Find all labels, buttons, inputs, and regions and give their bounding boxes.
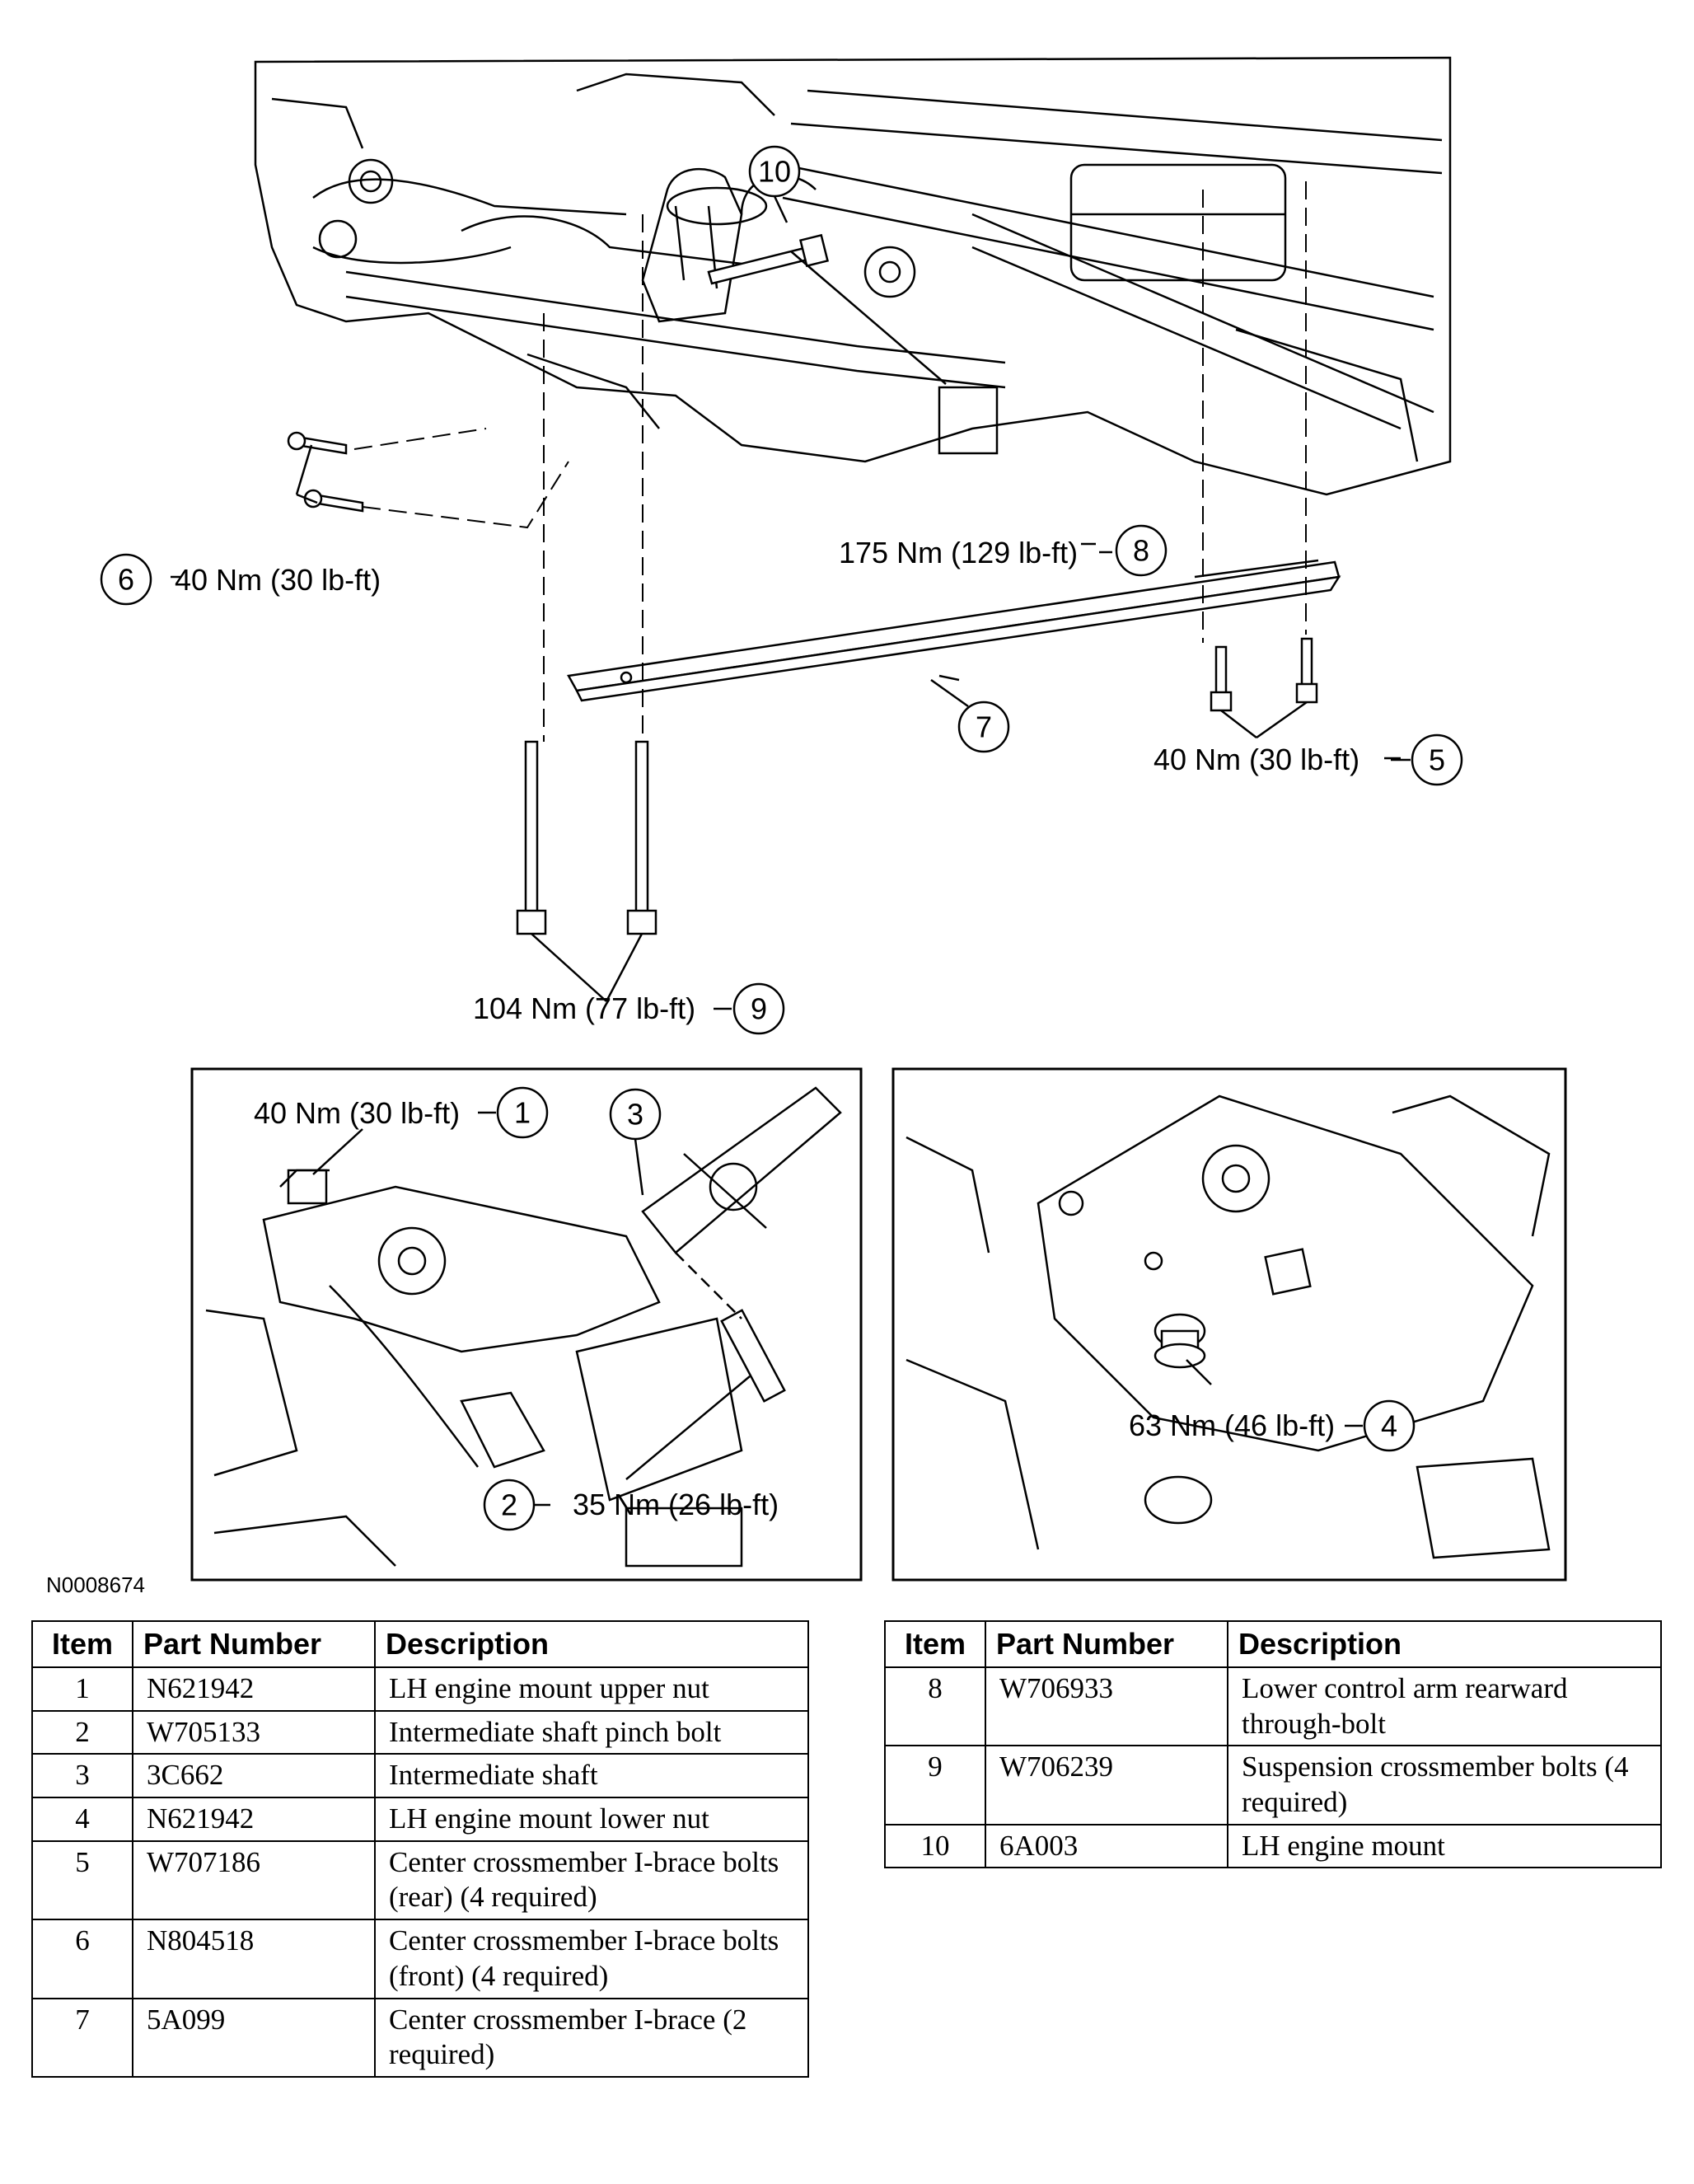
callout-4-number: 4 [1381,1409,1397,1443]
callout-7-number: 7 [976,710,992,744]
cell-description: LH engine mount lower nut [374,1797,809,1842]
cell-description: Suspension crossmember bolts (4 required… [1227,1745,1662,1825]
callout-8: 175 Nm (129 lb-ft) 8 [839,524,1168,577]
cell-description: Center crossmember I-brace bolts (rear) … [374,1840,809,1921]
bolt-pair-6 [287,431,364,513]
bolt-pair-9 [516,740,657,935]
callout-9-torque: 104 Nm (77 lb-ft) [473,991,695,1025]
callout-6-torque: 40 Nm (30 lb-ft) [175,563,381,597]
callout-5-torque: 40 Nm (30 lb-ft) [1154,743,1359,776]
header-description: Description [374,1620,809,1668]
table-row: 5 W707186 Center crossmember I-brace bol… [31,1840,809,1921]
cell-item: 4 [31,1797,133,1842]
table-header-row: Item Part Number Description [31,1620,809,1668]
cell-item: 6 [31,1919,133,1999]
callout-2-torque: 35 Nm (26 lb-ft) [573,1488,779,1521]
callout-2-number: 2 [501,1488,517,1522]
callout-7: 7 [930,678,1010,753]
cell-item: 8 [884,1666,986,1747]
callout-10: 10 [748,145,801,223]
header-item: Item [31,1620,133,1668]
cell-part-number: 5A099 [132,1997,376,2078]
cell-description: Intermediate shaft [374,1753,809,1799]
table-row: 1 N621942 LH engine mount upper nut [31,1666,809,1712]
cell-part-number: 6A003 [985,1823,1228,1869]
leader-lines [171,251,1401,1002]
cell-item: 1 [31,1666,133,1712]
parts-table-right: Item Part Number Description 8 W706933 L… [884,1620,1662,1869]
cell-description: Lower control arm rearward through-bolt [1227,1666,1662,1747]
cell-item: 7 [31,1997,133,2078]
cell-part-number: W707186 [132,1840,376,1921]
i-brace-drawing [567,559,1341,702]
table-row: 3 3C662 Intermediate shaft [31,1753,809,1799]
dashed-leaders [353,181,1307,742]
detail-view-right: 63 Nm (46 lb-ft) 4 [891,1067,1567,1582]
header-item: Item [884,1620,986,1668]
table-header-row: Item Part Number Description [884,1620,1662,1668]
cell-part-number: W706239 [985,1745,1228,1825]
callout-8-number: 8 [1133,534,1149,568]
underbody-drawing [254,56,1452,496]
callout-9: 104 Nm (77 lb-ft) 9 [473,982,785,1035]
exploded-view-illustration: 10 6 40 Nm (30 lb-ft) 175 Nm (129 lb-ft)… [100,56,1567,1582]
cell-description: LH engine mount [1227,1823,1662,1869]
parts-table-left: Item Part Number Description 1 N621942 L… [31,1620,809,2078]
figure-id: N0008674 [46,1572,145,1597]
lower-nut [1154,1313,1206,1369]
cell-part-number: W705133 [132,1709,376,1755]
cell-part-number: N621942 [132,1797,376,1842]
callout-9-number: 9 [751,992,767,1026]
callout-1-torque: 40 Nm (30 lb-ft) [254,1096,460,1130]
bolt-pair-5 [1210,637,1318,712]
table-row: 6 N804518 Center crossmember I-brace bol… [31,1919,809,1999]
cell-item: 3 [31,1753,133,1799]
table-row: 9 W706239 Suspension crossmember bolts (… [884,1745,1662,1825]
cell-item: 9 [884,1745,986,1825]
cell-item: 10 [884,1823,986,1869]
through-bolt-8 [707,233,829,285]
table-row: 4 N621942 LH engine mount lower nut [31,1797,809,1842]
cell-part-number: 3C662 [132,1753,376,1799]
callout-8-torque: 175 Nm (129 lb-ft) [839,536,1078,569]
table-row: 10 6A003 LH engine mount [884,1823,1662,1869]
cell-item: 5 [31,1840,133,1921]
table-row: 2 W705133 Intermediate shaft pinch bolt [31,1709,809,1755]
cell-description: Center crossmember I-brace bolts (front)… [374,1919,809,1999]
header-part-number: Part Number [985,1620,1228,1668]
callout-4-torque: 63 Nm (46 lb-ft) [1129,1408,1335,1442]
cell-part-number: W706933 [985,1666,1228,1747]
cell-description: Center crossmember I-brace (2 required) [374,1997,809,2078]
callout-5-number: 5 [1429,743,1445,777]
cell-item: 2 [31,1709,133,1755]
detail-view-left: 40 Nm (30 lb-ft) 1 3 2 35 Nm (26 lb-ft) [190,1067,863,1582]
callout-5: 40 Nm (30 lb-ft) 5 [1154,733,1463,786]
cell-description: LH engine mount upper nut [374,1666,809,1712]
callout-10-number: 10 [758,155,791,189]
table-row: 7 5A099 Center crossmember I-brace (2 re… [31,1997,809,2078]
header-part-number: Part Number [132,1620,376,1668]
callout-6: 6 40 Nm (30 lb-ft) [100,553,381,606]
cell-description: Intermediate shaft pinch bolt [374,1709,809,1755]
callout-3-number: 3 [627,1098,643,1132]
cell-part-number: N621942 [132,1666,376,1712]
header-description: Description [1227,1620,1662,1668]
cell-part-number: N804518 [132,1919,376,1999]
table-row: 8 W706933 Lower control arm rearward thr… [884,1666,1662,1747]
callout-6-number: 6 [118,563,134,597]
callout-1-number: 1 [514,1096,531,1130]
